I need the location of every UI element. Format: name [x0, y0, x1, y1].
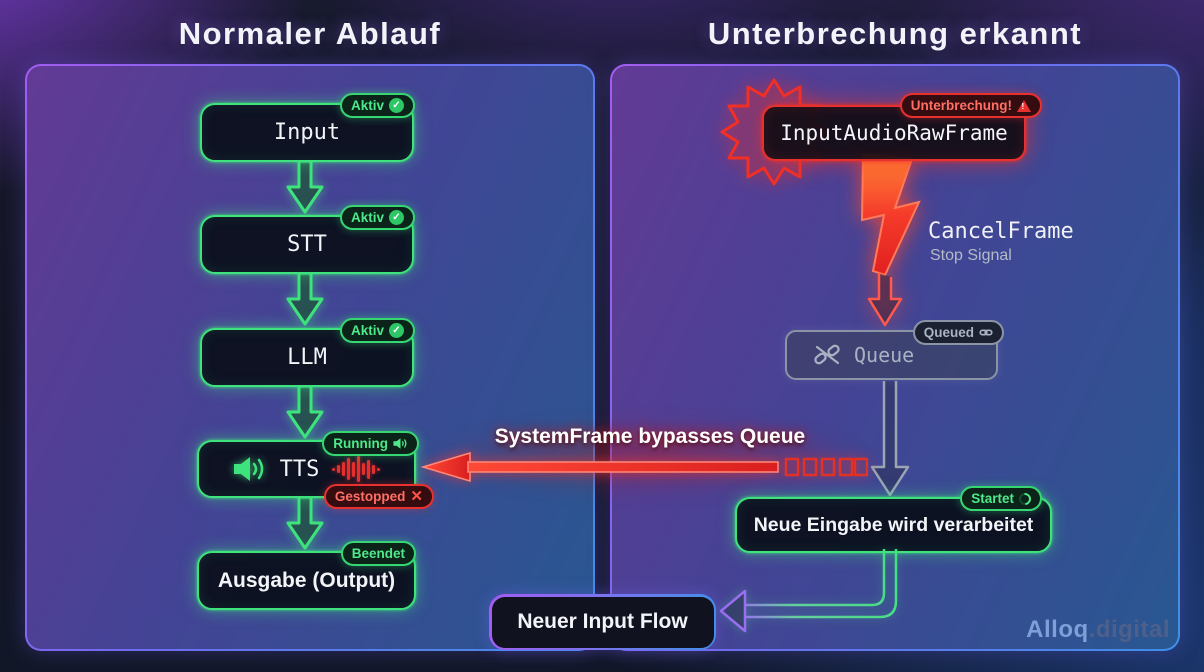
node-input: Input Aktiv ✓ [200, 93, 415, 162]
node-stt: STT Aktiv ✓ [200, 205, 415, 274]
bypass-glow [430, 416, 870, 498]
brand-suffix: .digital [1088, 616, 1170, 643]
status-badge-aktiv: Aktiv ✓ [339, 93, 415, 118]
node-tts: TTS Running Gestopped ✕ [197, 431, 434, 509]
chain-link-icon [979, 329, 993, 336]
node-input-audio-raw-frame: InputAudioRawFrame Unterbrechung! ! [762, 93, 1042, 161]
node-queue-label: Queue [854, 343, 915, 367]
status-badge-aktiv: Aktiv ✓ [339, 205, 415, 230]
cancel-frame-sublabel: Stop Signal [930, 247, 1012, 264]
brand-name: Alloq [1026, 616, 1089, 643]
cancel-frame-label: CancelFrame [928, 219, 1074, 244]
node-neuer-input-flow-label: Neuer Input Flow [517, 610, 688, 633]
right-panel-title: Unterbrechung erkannt [707, 16, 1083, 51]
cross-icon: ✕ [410, 488, 423, 505]
node-stt-label: STT [287, 232, 327, 257]
node-new-input: Neue Eingabe wird verarbeitet Startet [735, 486, 1052, 553]
unlink-icon [814, 344, 840, 365]
warning-icon: ! [1017, 99, 1031, 112]
node-tts-label: TTS [279, 456, 320, 482]
brand-logo: Alloq.digital [980, 616, 1170, 644]
node-queue: Queue Queued [785, 320, 1004, 380]
status-badge-gestopped: Gestopped ✕ [323, 484, 434, 509]
left-panel-title: Normaler Ablauf [178, 16, 442, 51]
node-output: Ausgabe (Output) Beendet [197, 541, 416, 610]
status-badge-beendet: Beendet [340, 541, 416, 566]
status-badge-startet: Startet [960, 486, 1042, 511]
spinner-icon [1016, 490, 1034, 507]
node-llm-label: LLM [287, 345, 327, 370]
node-input-audio-raw-frame-label: InputAudioRawFrame [780, 121, 1008, 145]
node-llm: LLM Aktiv ✓ [200, 318, 415, 387]
check-icon: ✓ [389, 98, 404, 113]
flow-arrow-down-icon [286, 385, 324, 439]
check-icon: ✓ [389, 323, 404, 338]
new-flow-elbow-arrow-icon [719, 549, 898, 633]
status-badge-aktiv: Aktiv ✓ [339, 318, 415, 343]
bypass-arrow-label: SystemFrame bypasses Queue [494, 425, 806, 448]
queue-arrow-down-icon [870, 381, 910, 497]
flow-arrow-down-icon [286, 496, 324, 550]
flow-arrow-down-icon [286, 272, 324, 326]
check-icon: ✓ [389, 210, 404, 225]
node-input-label: Input [273, 120, 341, 145]
node-output-label: Ausgabe (Output) [217, 568, 396, 592]
status-badge-queued: Queued [912, 320, 1004, 345]
flow-arrow-down-icon [286, 160, 324, 214]
status-badge-running: Running [322, 431, 419, 456]
waveform-icon [332, 456, 381, 482]
bypass-arrow-icon [420, 451, 868, 483]
speaker-icon [393, 438, 407, 449]
lightning-bolt-icon [860, 153, 921, 327]
node-new-input-label: Neue Eingabe wird verarbeitet [753, 513, 1034, 536]
status-badge-unterbrechung: Unterbrechung! ! [899, 93, 1042, 118]
speaker-icon [233, 457, 263, 481]
node-neuer-input-flow: Neuer Input Flow [489, 594, 716, 650]
